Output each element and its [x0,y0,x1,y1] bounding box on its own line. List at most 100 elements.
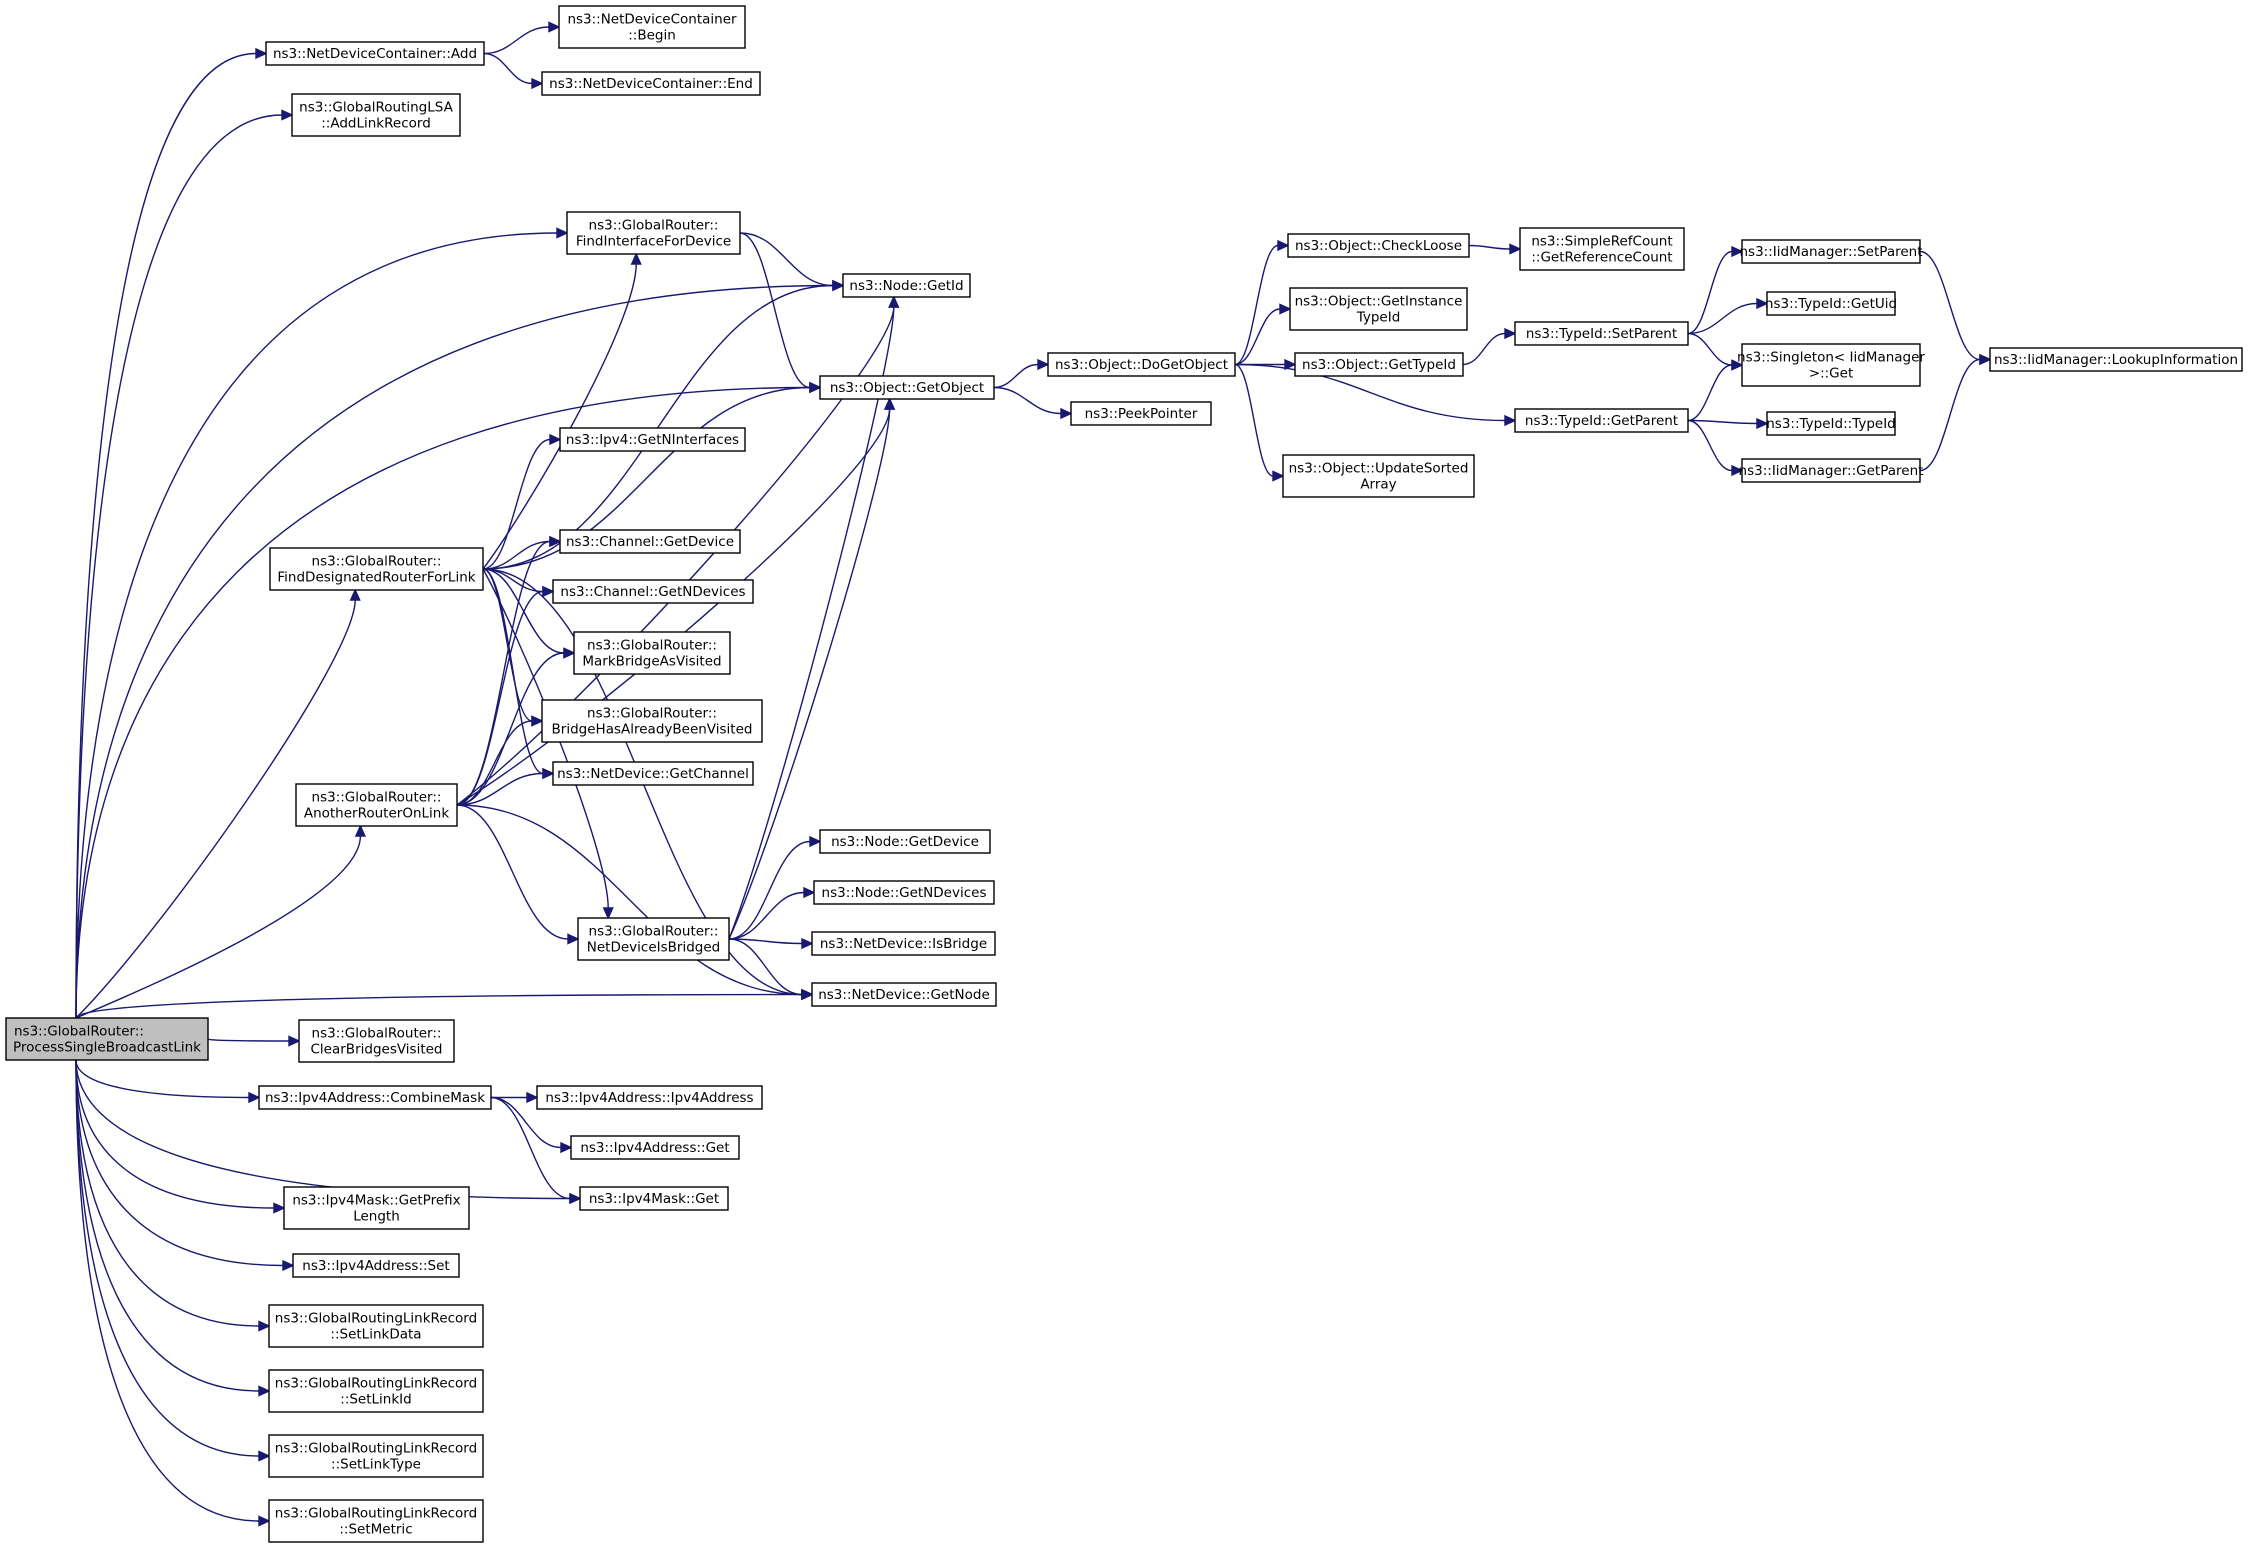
node-box [552,761,754,786]
arrowhead [569,1192,582,1205]
call-edge-gr_another-to-gr_bridgehas [456,715,544,806]
node-box [268,1369,484,1413]
function-node-iidm_lookup[interactable]: ns3::IidManager::LookupInformation [1989,347,2243,372]
arrowhead [560,1141,573,1154]
function-node-nd_isbridge[interactable]: ns3::NetDevice::IsBridge [811,931,996,956]
function-node-node_getid[interactable]: ns3::Node::GetId [842,273,971,298]
edge-line [1462,332,1506,366]
function-node-obj_getobject[interactable]: ns3::Object::GetObject [819,375,995,400]
function-node-root[interactable]: ns3::GlobalRouter::ProcessSingleBroadcas… [5,1017,209,1061]
node-label-line: ns3::Ipv4Mask::Get [589,1191,719,1207]
function-node-node_getdevice[interactable]: ns3::Node::GetDevice [819,829,991,854]
function-node-gr_clearbridges[interactable]: ns3::GlobalRouter::ClearBridgesVisited [298,1019,455,1063]
function-node-ipv4addr_get[interactable]: ns3::Ipv4Address::Get [570,1135,740,1160]
function-node-lsa_add[interactable]: ns3::GlobalRoutingLSA::AddLinkRecord [291,93,461,137]
function-node-gr_findiface[interactable]: ns3::GlobalRouter::FindInterfaceForDevic… [566,211,741,255]
function-node-glr_setlinktype[interactable]: ns3::GlobalRoutingLinkRecord::SetLinkTyp… [268,1434,484,1478]
function-node-ch_getndevices[interactable]: ns3::Channel::GetNDevices [552,579,754,604]
call-edge-tid_setparent-to-iidm_setparent [1687,245,1744,335]
function-node-tid_setparent[interactable]: ns3::TypeId::SetParent [1514,321,1689,346]
node-box [295,783,458,827]
arrowhead [531,715,544,727]
function-node-ndc_begin[interactable]: ns3::NetDeviceContainer::Begin [558,5,746,49]
node-label-line: ns3::Ipv4Address::Set [302,1258,449,1274]
function-node-iidm_setparent[interactable]: ns3::IidManager::SetParent [1740,239,1923,264]
node-label-line: ns3::Node::GetId [849,278,963,294]
function-node-node_getndevices[interactable]: ns3::Node::GetNDevices [813,880,995,905]
function-node-ch_getdevice[interactable]: ns3::Channel::GetDevice [559,529,741,554]
function-node-gr_isbridged[interactable]: ns3::GlobalRouter::NetDeviceIsBridged [577,917,730,961]
function-node-ipv4addr_set[interactable]: ns3::Ipv4Address::Set [292,1253,460,1278]
function-node-ndc_end[interactable]: ns3::NetDeviceContainer::End [541,71,761,96]
call-edge-iidm_setparent-to-iidm_lookup [1919,250,1992,366]
arrowhead [288,1035,301,1047]
arrowhead [809,835,822,848]
function-node-obj_checkloose[interactable]: ns3::Object::CheckLoose [1287,233,1470,258]
function-node-gr_finddr[interactable]: ns3::GlobalRouter::FindDesignatedRouterF… [269,547,484,591]
call-edge-root-to-ipv4addr_combine [75,1059,261,1104]
arrowhead [801,988,814,1001]
function-node-gr_bridgehas[interactable]: ns3::GlobalRouter::BridgeHasAlreadyBeenV… [541,699,763,743]
function-node-peekpointer[interactable]: ns3::PeekPointer [1070,401,1212,426]
function-node-src_getrefcount[interactable]: ns3::SimpleRefCount::GetReferenceCount [1519,227,1685,271]
node-label-line: ns3::Ipv4::GetNInterfaces [566,432,739,448]
node-box [819,375,995,400]
function-node-ipv4mask_get[interactable]: ns3::Ipv4Mask::Get [579,1186,729,1211]
edge-line [482,386,811,570]
node-box [1989,347,2243,372]
node-label-line: ns3::GlobalRoutingLinkRecord [275,1441,477,1457]
function-node-obj_gettypeid[interactable]: ns3::Object::GetTypeId [1294,352,1464,377]
node-label-line: ns3::Ipv4Address::Ipv4Address [545,1090,753,1106]
function-node-nd_getnode[interactable]: ns3::NetDevice::GetNode [811,982,997,1007]
function-node-gr_another[interactable]: ns3::GlobalRouter::AnotherRouterOnLink [295,783,458,827]
function-node-glr_setlinkid[interactable]: ns3::GlobalRoutingLinkRecord::SetLinkId [268,1369,484,1413]
node-box [265,41,485,66]
node-box [1514,321,1689,346]
node-label-line: ns3::Object::DoGetObject [1055,357,1228,373]
edge-line [75,599,356,1019]
function-node-tid_getuid[interactable]: ns3::TypeId::GetUid [1765,291,1897,316]
arrowhead [255,47,268,60]
function-node-glr_setmetric[interactable]: ns3::GlobalRoutingLinkRecord::SetMetric [268,1499,484,1543]
node-box [1047,352,1236,377]
call-edge-root-to-ipv4mask_get [75,1059,582,1205]
arrowhead [248,1091,261,1104]
node-box [1287,233,1470,258]
call-edge-obj_dogetobject-to-obj_updatesorted [1234,363,1285,482]
node-label-line: ns3::Ipv4Address::CombineMask [265,1090,485,1106]
call-edge-gr_another-to-gr_markbridge [456,647,576,806]
node-box [570,1135,740,1160]
node-box [292,1253,460,1278]
edge-line [482,263,637,570]
function-node-ipv4_getnif[interactable]: ns3::Ipv4::GetNInterfaces [559,427,746,452]
edge-line [456,652,565,806]
function-node-ipv4addr_ctor[interactable]: ns3::Ipv4Address::Ipv4Address [536,1085,763,1110]
arrowhead [602,907,614,920]
function-node-nd_getchannel[interactable]: ns3::NetDevice::GetChannel [552,761,754,786]
function-node-obj_dogetobject[interactable]: ns3::Object::DoGetObject [1047,352,1236,377]
node-box [268,1304,484,1348]
function-node-singleton_get[interactable]: ns3::Singleton< IidManager >::Get [1737,343,1925,387]
node-label-line: ns3::IidManager::SetParent [1740,244,1923,260]
node-label-line: ns3::NetDevice::GetNode [818,987,990,1003]
function-node-glr_setlinkdata[interactable]: ns3::GlobalRoutingLinkRecord::SetLinkDat… [268,1304,484,1348]
call-edge-gr_finddr-to-node_getid [482,279,845,570]
node-label-line: ns3::GlobalRouter:: [312,1026,442,1042]
function-node-ndc_add[interactable]: ns3::NetDeviceContainer::Add [265,41,485,66]
arrowhead [1060,407,1073,420]
node-label-line: TypeId [1356,310,1401,326]
function-node-iidm_getparent[interactable]: ns3::IidManager::GetParent [1739,458,1924,483]
node-label-line: NetDeviceIsBridged [587,940,720,956]
edge-line [1234,308,1281,366]
function-node-tid_getparent[interactable]: ns3::TypeId::GetParent [1514,408,1689,433]
call-edge-tid_getparent-to-tid_typeid [1687,417,1769,430]
function-node-tid_typeid[interactable]: ns3::TypeId::TypeId [1766,411,1896,436]
function-node-ipv4addr_combine[interactable]: ns3::Ipv4Address::CombineMask [258,1085,492,1110]
node-label-line: ns3::GlobalRouter:: [589,218,719,234]
arrowhead [1284,358,1297,371]
edge-line [490,1096,571,1200]
function-node-gr_markbridge[interactable]: ns3::GlobalRouter::MarkBridgeAsVisited [573,631,731,675]
